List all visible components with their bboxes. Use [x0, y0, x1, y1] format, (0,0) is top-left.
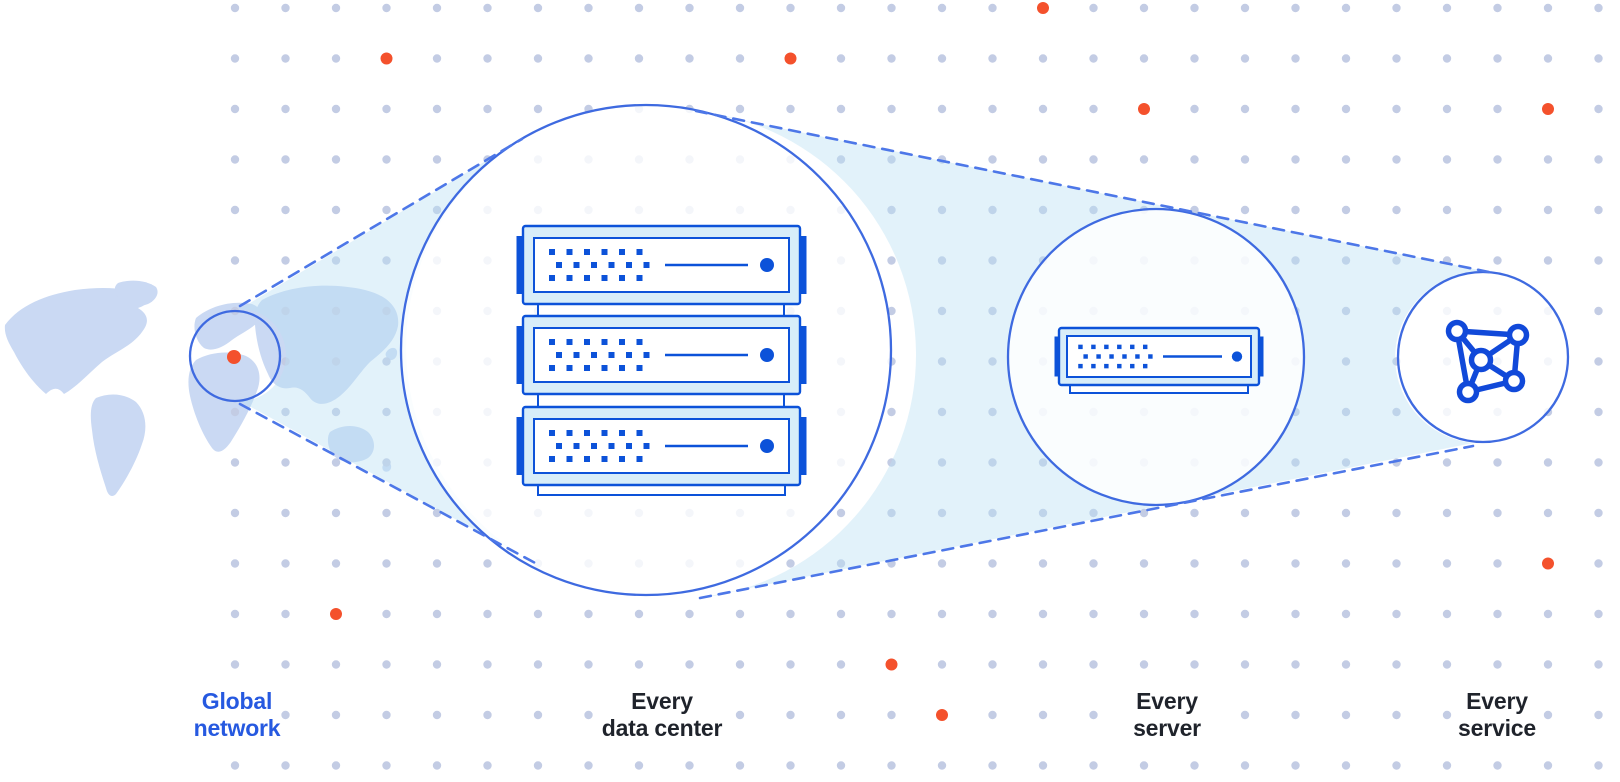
label-line: Every: [1136, 688, 1198, 714]
server-icon: [1054, 326, 1264, 394]
dashed-connectors: [238, 109, 1491, 600]
label-line: network: [193, 715, 281, 741]
label-line: Every: [631, 688, 693, 714]
label-line: data center: [601, 715, 723, 741]
label-line: service: [1458, 715, 1536, 741]
label-every-data-center: Every data center: [602, 688, 723, 742]
network-mesh-icon: [1445, 319, 1530, 404]
label-line: server: [1133, 715, 1201, 741]
map-pin-icon: [227, 350, 241, 364]
server-stack-icon: [516, 224, 807, 496]
label-line: Global: [201, 688, 273, 714]
label-every-service: Every service: [1458, 688, 1536, 742]
label-every-server: Every server: [1133, 688, 1201, 742]
world-map-icon: [4, 280, 399, 496]
label-global-network: Global network: [194, 688, 281, 742]
label-line: Every: [1466, 688, 1528, 714]
